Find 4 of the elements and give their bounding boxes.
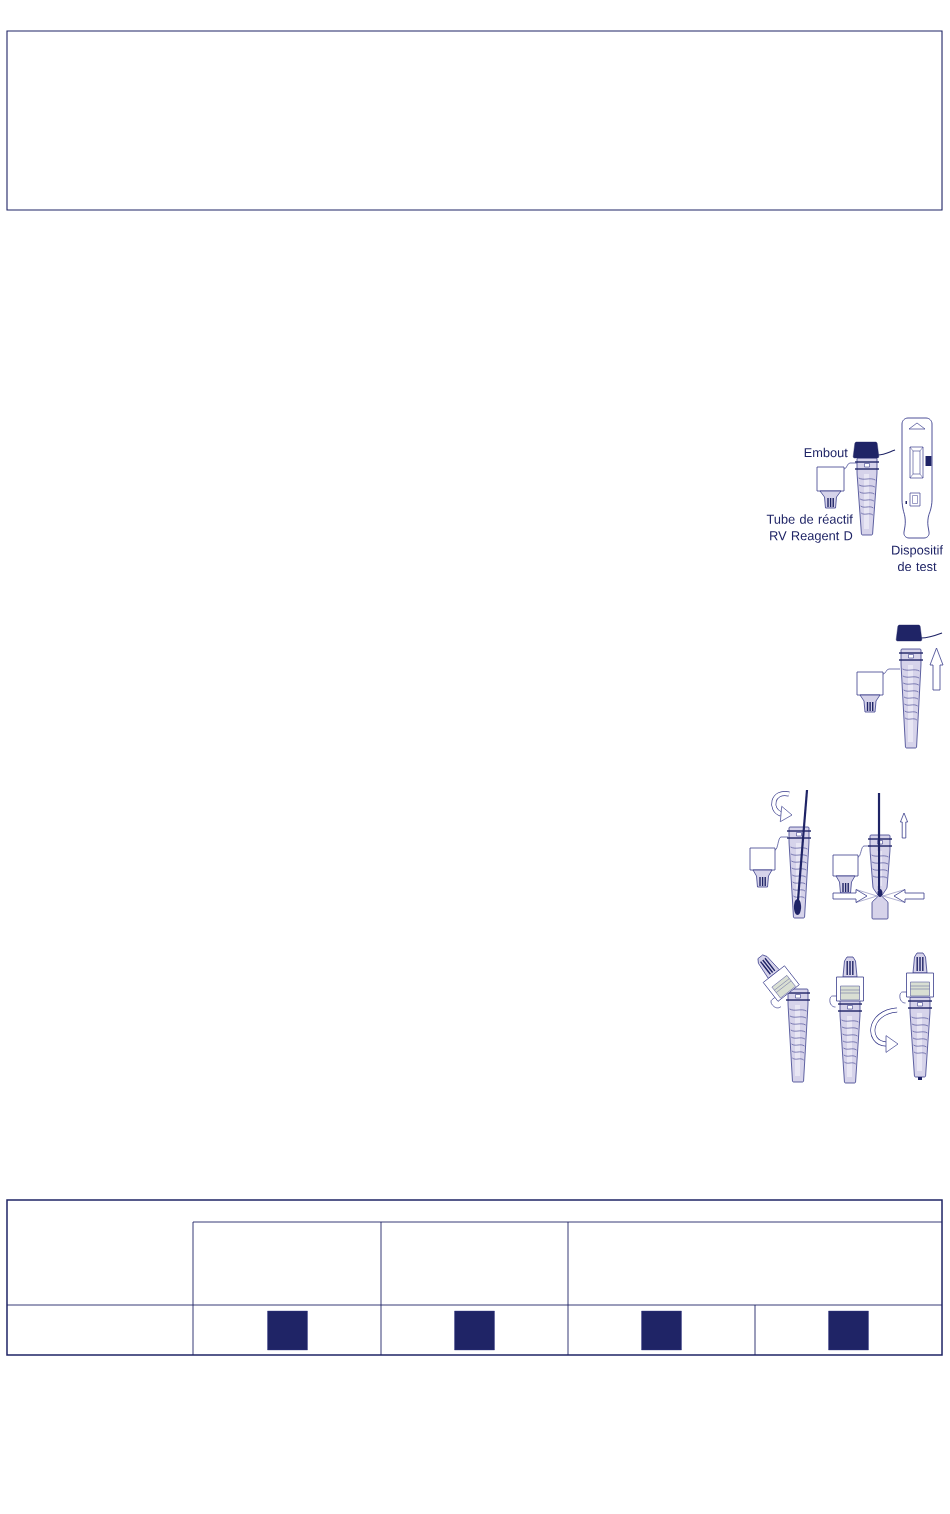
part-label: Embout: [804, 447, 848, 458]
part-label: Tube de réactif RV Reagent D: [766, 514, 853, 543]
part-label: Dispositif de test: [892, 545, 943, 572]
empty-box: [6, 30, 943, 211]
